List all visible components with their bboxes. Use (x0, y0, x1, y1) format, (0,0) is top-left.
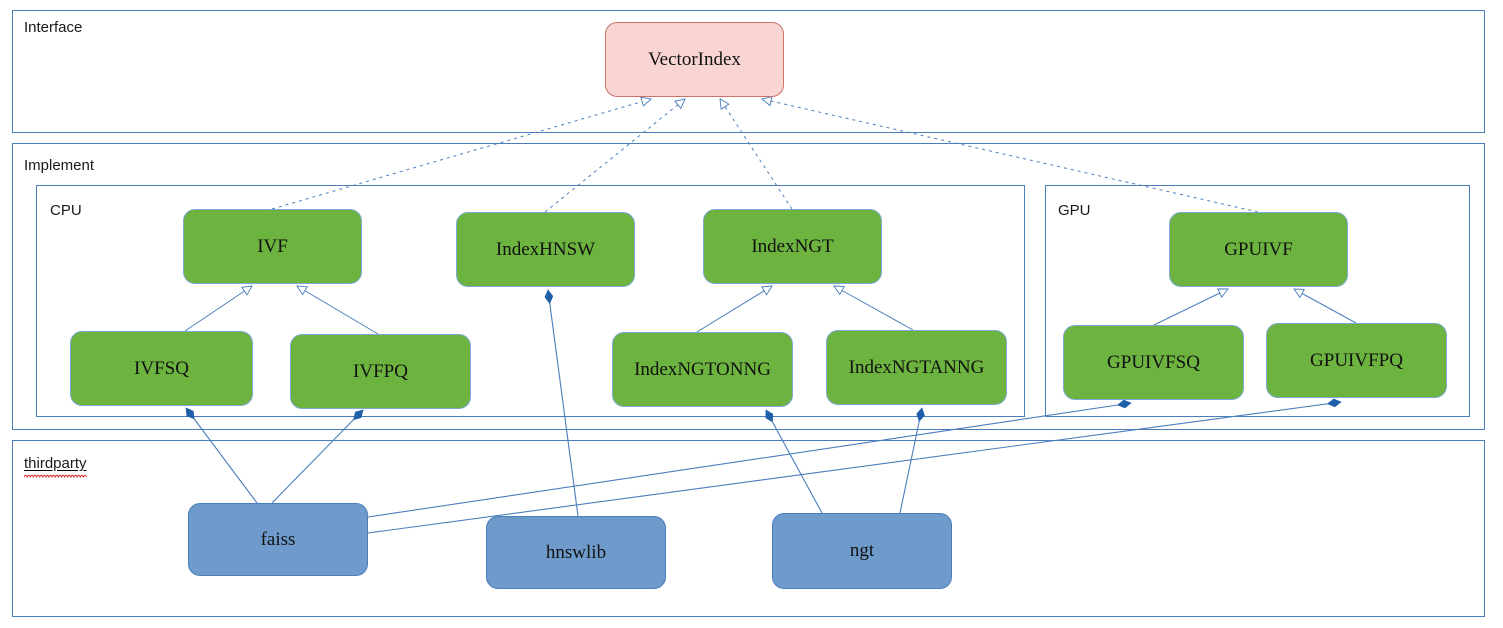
node-label-ngt: ngt (849, 540, 875, 561)
node-label-ivfpq: IVFPQ (353, 360, 408, 382)
node-label-gpuivfpq: GPUIVFPQ (1310, 349, 1403, 371)
container-label-cpu: CPU (50, 202, 82, 219)
node-indexhnsw[interactable]: IndexHNSW (456, 212, 635, 287)
node-label-indexngtanng: IndexNGTANNG (848, 356, 985, 378)
node-ngt[interactable]: ngt (772, 513, 952, 589)
node-ivf[interactable]: IVF (183, 209, 362, 284)
spellcheck-squiggle-icon (24, 474, 87, 478)
node-ivfsq[interactable]: IVFSQ (70, 331, 253, 406)
node-label-faiss: faiss (260, 528, 296, 550)
node-label-indexngtonng: IndexNGTONNG (634, 358, 771, 380)
node-ivfpq[interactable]: IVFPQ (290, 334, 471, 409)
node-indexngtonng[interactable]: IndexNGTONNG (612, 332, 793, 407)
node-label-ivfsq: IVFSQ (134, 357, 189, 379)
node-faiss[interactable]: faiss (188, 503, 368, 576)
node-label-gpuivfsq: GPUIVFSQ (1107, 351, 1200, 373)
container-label-thirdparty: thirdparty (24, 456, 87, 478)
node-indexngt[interactable]: IndexNGT (703, 209, 882, 284)
node-gpuivfpq[interactable]: GPUIVFPQ (1266, 323, 1447, 398)
node-gpuivf[interactable]: GPUIVF (1169, 212, 1348, 287)
container-label-gpu: GPU (1058, 202, 1091, 219)
node-label-indexngt: IndexNGT (751, 235, 834, 257)
node-label-ivf: IVF (257, 235, 288, 257)
node-indexngtanng[interactable]: IndexNGTANNG (826, 330, 1007, 405)
node-label-vectorindex: VectorIndex (648, 48, 741, 70)
node-label-gpuivf: GPUIVF (1224, 238, 1293, 260)
container-label-interface: Interface (24, 19, 83, 36)
container-label-implement: Implement (24, 157, 95, 174)
node-label-indexhnsw: IndexHNSW (495, 238, 596, 260)
node-hnswlib[interactable]: hnswlib (486, 516, 666, 589)
node-vectorindex[interactable]: VectorIndex (605, 22, 784, 97)
node-label-hnswlib: hnswlib (545, 541, 607, 563)
node-gpuivfsq[interactable]: GPUIVFSQ (1063, 325, 1244, 400)
